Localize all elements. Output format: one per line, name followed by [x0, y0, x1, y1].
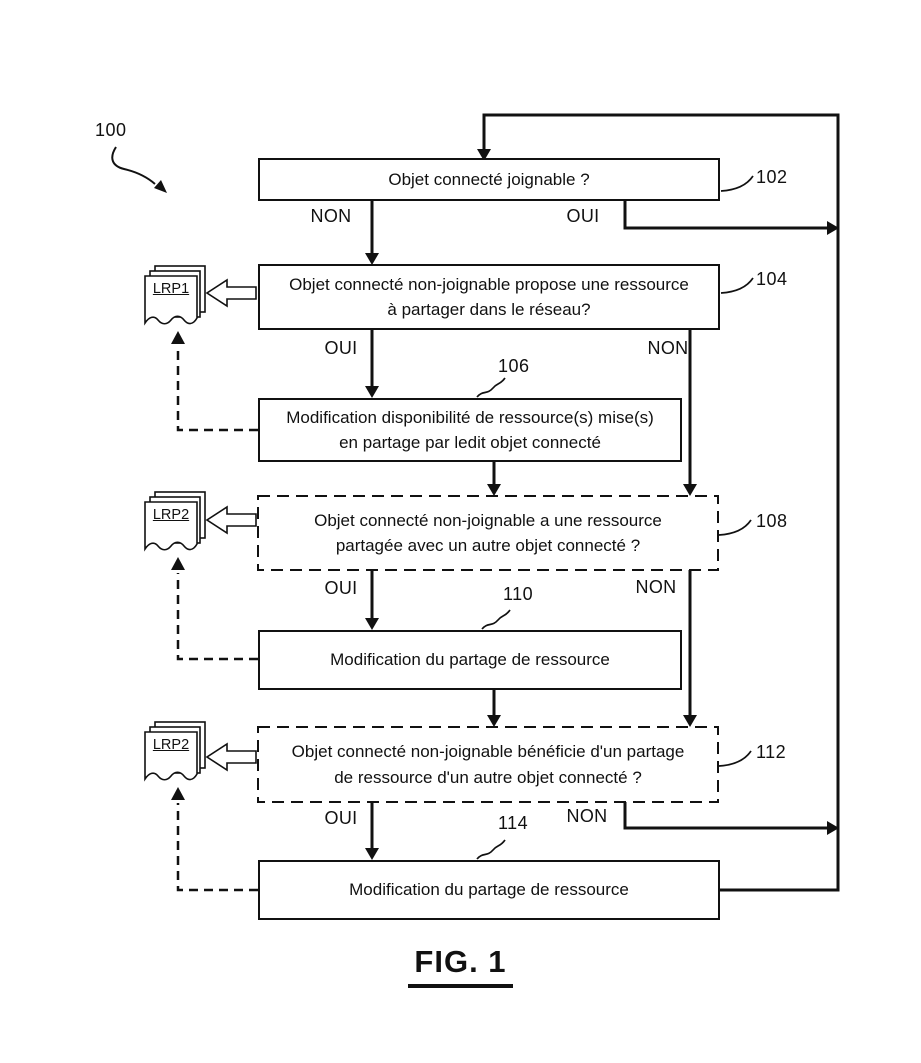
block-arrows	[205, 278, 257, 772]
leader-104	[720, 277, 754, 294]
dashed-border-112	[257, 726, 719, 803]
flow-box-102-text: Objet connecté joignable ?	[388, 169, 590, 189]
lrp2-front-page	[144, 501, 198, 552]
arrowhead-up-lrp1	[171, 331, 185, 344]
dashed-arrowheads	[171, 331, 185, 800]
branch-label-oui-112: OUI	[324, 808, 358, 828]
branch-label-non-102: NON	[310, 206, 352, 226]
arrowhead-oui-104	[365, 386, 379, 398]
figure-caption: FIG. 1	[0, 944, 921, 988]
branch-label-oui-108: OUI	[324, 578, 358, 598]
lrp1-label: LRP1	[152, 281, 190, 297]
arrowhead-ref-100	[154, 180, 167, 193]
leader-110	[481, 609, 511, 630]
connector-non-112	[623, 802, 827, 830]
lrp1-front-page	[144, 275, 198, 326]
dashed-106-to-lrp1	[176, 347, 258, 432]
figure-caption-text: FIG. 1	[408, 944, 513, 988]
lrp2b-front-page	[144, 731, 198, 782]
leader-114	[476, 839, 506, 860]
ref-112: 112	[756, 742, 787, 762]
dashed-114-to-lrp2b	[176, 803, 258, 892]
dashed-border-108	[257, 495, 719, 571]
lrp1-document-icon	[144, 265, 206, 326]
arrowheads	[154, 149, 839, 860]
flow-box-112: Objet connecté non-joignable bénéficie d…	[258, 727, 718, 802]
flow-connectors	[370, 113, 840, 892]
arrowhead-oui-112	[365, 848, 379, 860]
ref-106: 106	[498, 356, 530, 376]
lrp2b-document-icon	[144, 721, 206, 782]
leader-108	[718, 519, 752, 536]
branch-label-non-112: NON	[566, 806, 608, 826]
ref-110: 110	[503, 584, 534, 604]
arrowhead-oui-108	[365, 618, 379, 630]
branch-label-oui-104: OUI	[324, 338, 358, 358]
dashed-110-to-lrp2	[176, 573, 258, 661]
leader-100-squiggle-arrow	[111, 146, 156, 185]
arrowhead-into-102	[477, 149, 491, 161]
flow-box-108: Objet connecté non-joignable a une resso…	[258, 496, 718, 570]
arrowhead-up-lrp2b	[171, 787, 185, 800]
arrowhead-oui-102	[827, 221, 839, 235]
block-arrow-104-to-lrp1	[205, 278, 257, 308]
connector-oui-102	[623, 201, 827, 230]
block-arrow-108-to-lrp2	[205, 505, 257, 535]
flow-box-106: Modification disponibilité de ressource(…	[258, 398, 682, 462]
ref-104: 104	[756, 269, 788, 289]
ref-100: 100	[95, 120, 127, 140]
branch-label-non-104: NON	[647, 338, 689, 358]
flow-box-102: Objet connecté joignable ?	[258, 158, 720, 201]
loop-back-connector	[482, 113, 840, 892]
arrowhead-106-108	[487, 484, 501, 496]
flow-box-114: Modification du partage de ressource	[258, 860, 720, 920]
arrowhead-110-112	[487, 715, 501, 727]
ref-114: 114	[498, 813, 529, 833]
leader-102	[720, 175, 754, 192]
arrowhead-non-112	[827, 821, 839, 835]
flow-box-112-text: Objet connecté non-joignable bénéficie d…	[291, 742, 685, 787]
ref-102: 102	[756, 167, 788, 187]
arrowhead-up-lrp2	[171, 557, 185, 570]
arrowhead-non-102	[365, 253, 379, 265]
block-arrow-112-to-lrp2b	[205, 742, 257, 772]
lrp2-label: LRP2	[152, 507, 190, 523]
lrp2b-label: LRP2	[152, 737, 190, 753]
dashed-box-borders	[257, 495, 719, 803]
reference-leader-lines	[111, 146, 754, 860]
ref-108: 108	[756, 511, 788, 531]
leader-112	[718, 750, 752, 767]
arrowhead-non-108	[683, 715, 697, 727]
leader-106	[476, 377, 506, 398]
branch-label-oui-102: OUI	[566, 206, 600, 226]
arrowhead-non-104	[683, 484, 697, 496]
flow-box-108-text: Objet connecté non-joignable a une resso…	[314, 510, 662, 556]
branch-label-non-108: NON	[635, 577, 677, 597]
flow-box-110: Modification du partage de ressource	[258, 630, 682, 690]
flow-box-106-text: Modification disponibilité de ressource(…	[286, 407, 654, 453]
flow-box-114-text: Modification du partage de ressource	[349, 880, 629, 900]
flow-box-104: Objet connecté non-joignable propose une…	[258, 264, 720, 330]
flow-box-110-text: Modification du partage de ressource	[330, 650, 610, 670]
dashed-update-connectors	[176, 347, 258, 892]
flow-box-104-text: Objet connecté non-joignable propose une…	[289, 274, 689, 320]
lrp2-document-icon	[144, 491, 206, 552]
